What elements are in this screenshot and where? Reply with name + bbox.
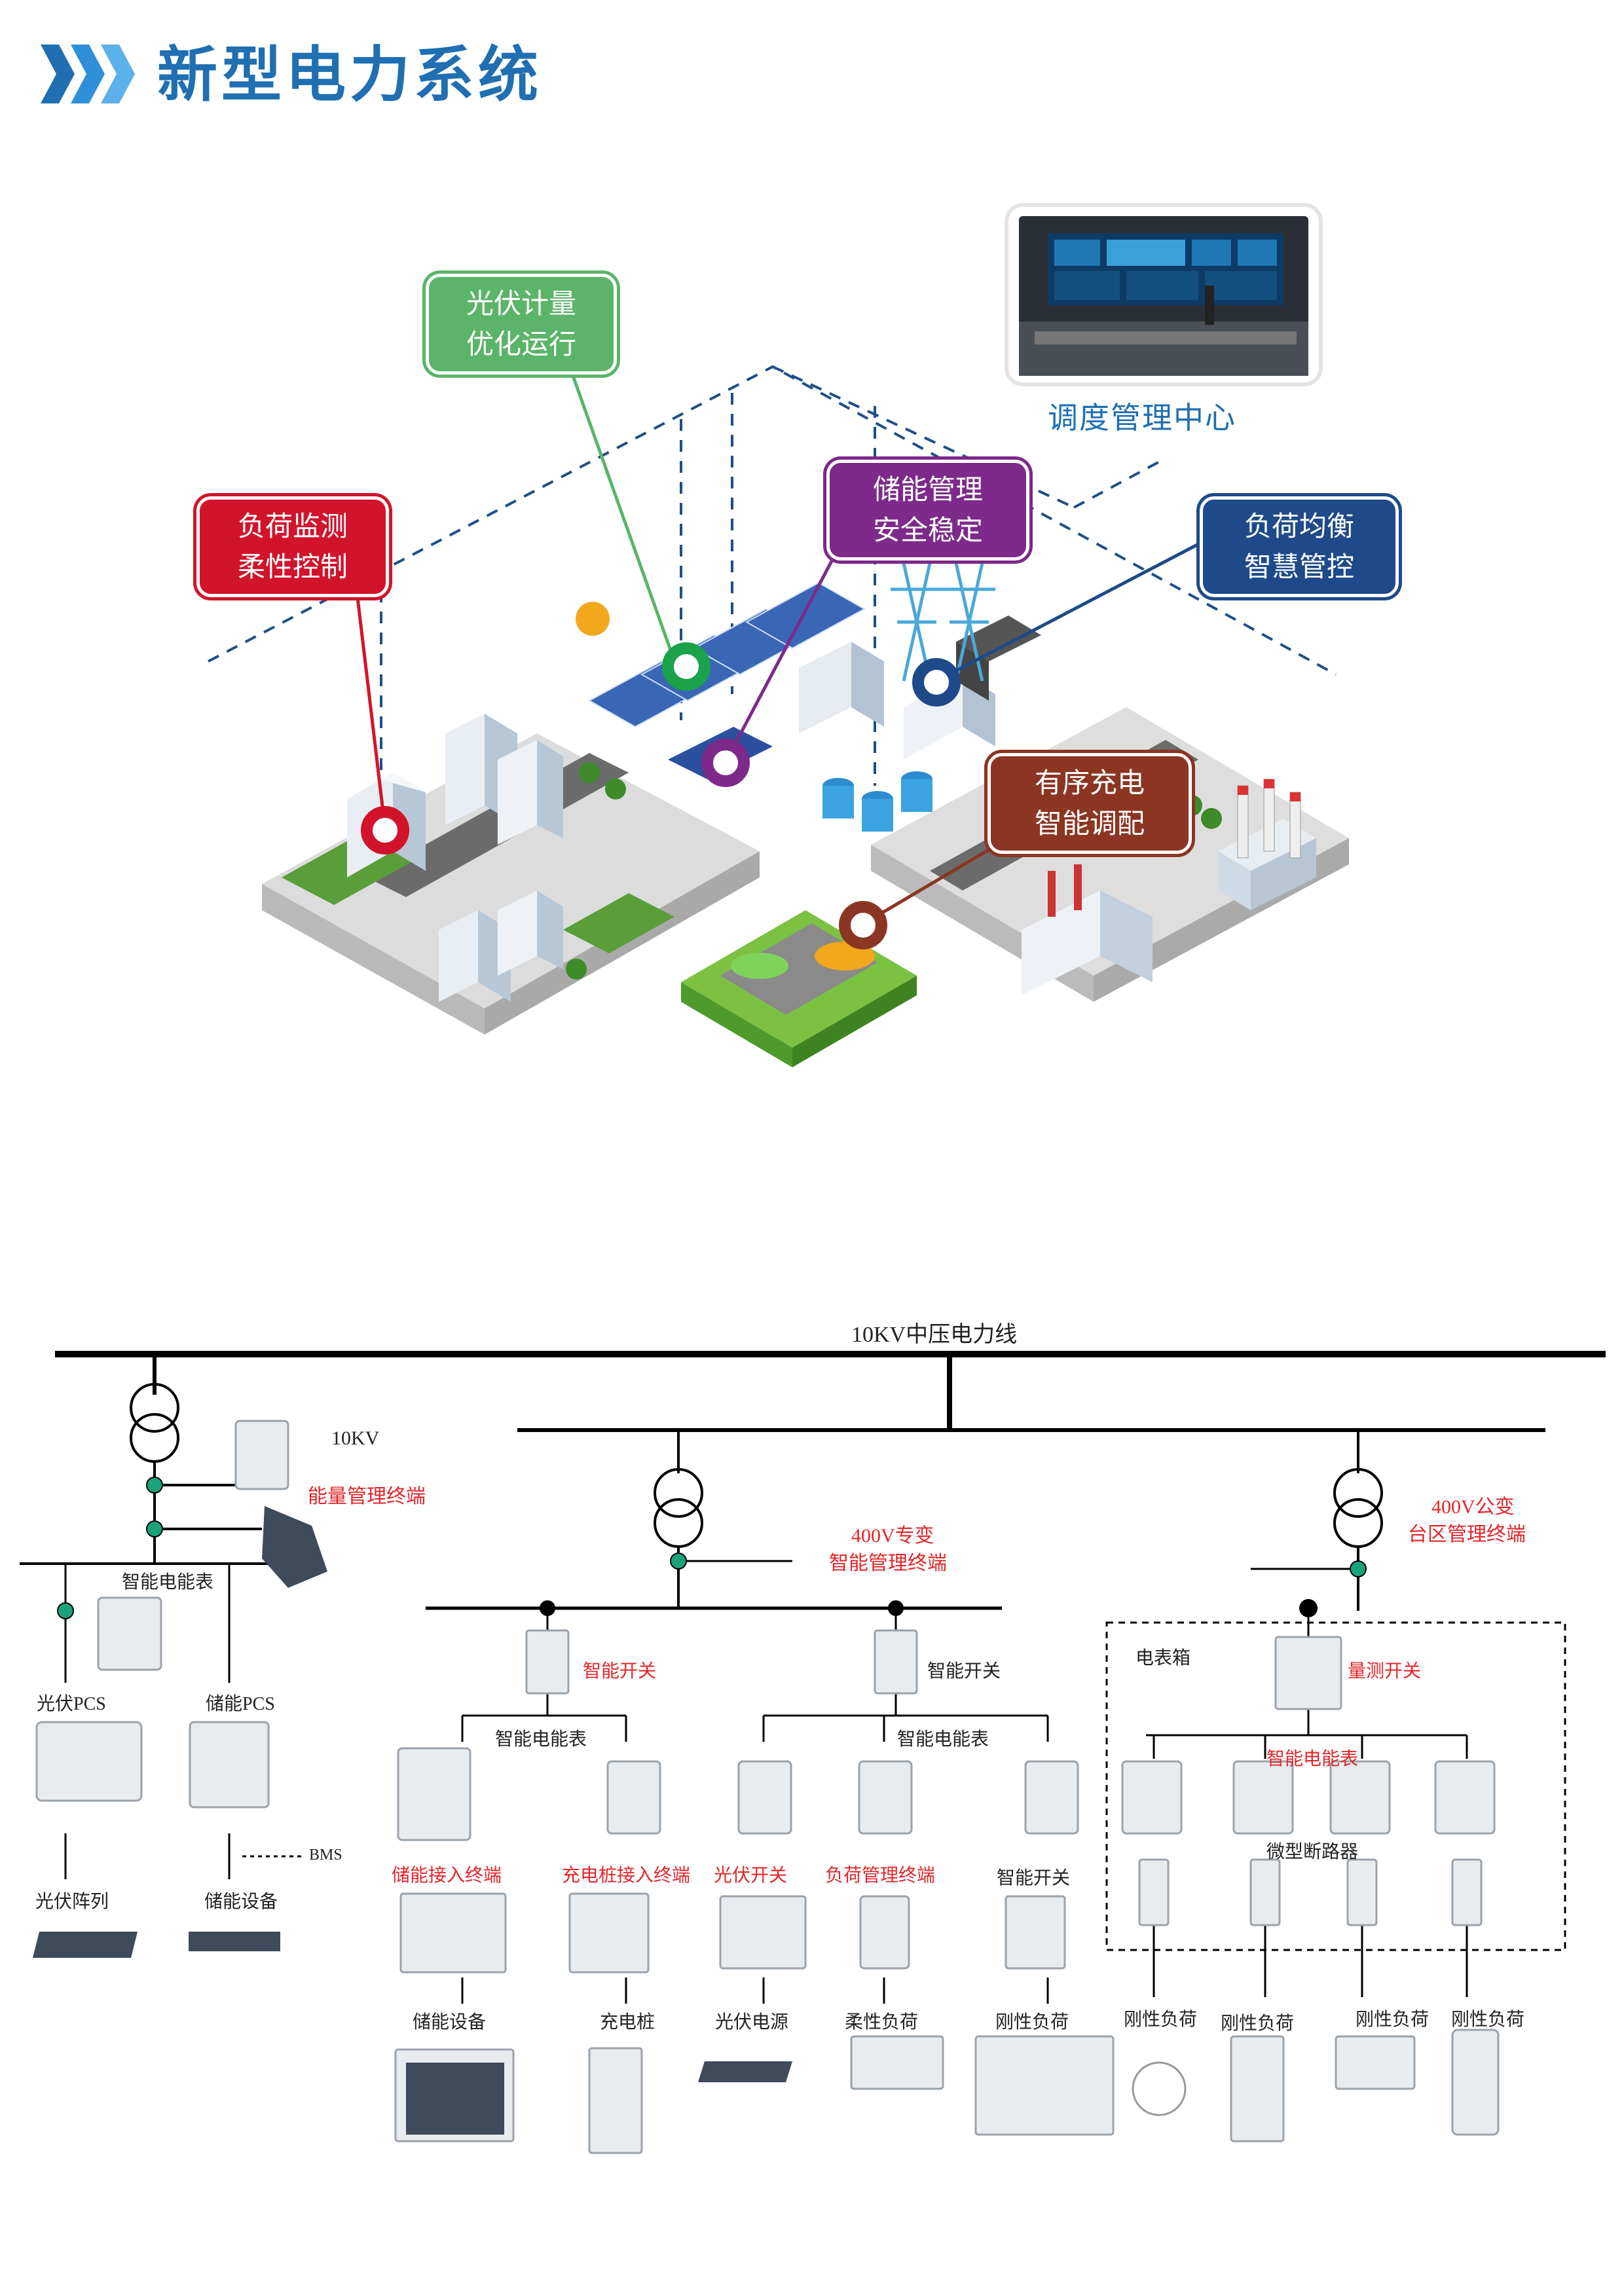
callout-balance-line2: 智慧管控 (1244, 551, 1354, 583)
pv-array-label: 光伏阵列 (35, 1892, 109, 1912)
left-smart-meter-label: 智能电能表 (122, 1572, 214, 1592)
micro-breaker-label: 微型断路器 (1266, 1842, 1359, 1862)
area-management-terminal-label: 台区管理终端 (1408, 1524, 1526, 1545)
callout-load-line2: 柔性控制 (237, 551, 348, 583)
bms-label: BMS (309, 1847, 342, 1864)
callout-charge-line1: 有序充电 (1034, 767, 1145, 799)
callout-storage-line2: 安全稳定 (872, 514, 983, 546)
callout-storage-line1: 储能管理 (872, 473, 983, 506)
flexible-load-label: 柔性负荷 (845, 2012, 919, 2032)
callout-load-monitoring: 负荷监测 柔性控制 (196, 496, 389, 597)
power-single-line-diagram (20, 1351, 1606, 2154)
energy-management-terminal-label: 能量管理终端 (308, 1486, 426, 1507)
smart-switch-1-label: 智能开关 (583, 1661, 657, 1682)
pv-switch-label: 光伏开关 (714, 1866, 788, 1886)
meter-box-label: 电表箱 (1135, 1648, 1191, 1668)
load-management-terminal-label: 负荷管理终端 (825, 1866, 936, 1886)
smart-switch-3-label: 智能开关 (997, 1868, 1071, 1888)
400v-dedicated-transformer-label: 400V专变 (851, 1525, 934, 1547)
callout-pv-metering: 光伏计量 优化运行 (426, 274, 617, 375)
dispatch-center-label: 调度管理中心 (1048, 400, 1236, 435)
400v-public-transformer-label: 400V公变 (1431, 1496, 1515, 1518)
smart-grid-city-illustration (208, 365, 1349, 1067)
middle-storage-device-label: 储能设备 (413, 2012, 487, 2032)
right-rigid-load-4-label: 刚性负荷 (1451, 2010, 1525, 2030)
smart-management-terminal-label: 智能管理终端 (829, 1553, 947, 1574)
measure-switch-label: 量测开关 (1348, 1661, 1422, 1682)
right-smart-meter-label: 智能电能表 (1266, 1749, 1359, 1769)
dispatch-center-photo (1008, 207, 1319, 382)
callout-load-balancing: 负荷均衡 智慧管控 (1200, 496, 1399, 597)
callout-balance-line1: 负荷均衡 (1244, 510, 1354, 542)
storage-access-terminal-label: 储能接入终端 (392, 1866, 502, 1886)
callout-pv-line1: 光伏计量 (466, 287, 576, 320)
main-bus-label: 10KV中压电力线 (851, 1323, 1018, 1347)
charger-label: 充电桩 (600, 2012, 655, 2032)
middle-smart-meter-2-label: 智能电能表 (897, 1729, 989, 1750)
right-rigid-load-3-label: 刚性负荷 (1356, 2010, 1430, 2030)
middle-smart-meter-1-label: 智能电能表 (495, 1729, 587, 1750)
callout-ordered-charging: 有序充电 智能调配 (987, 753, 1192, 854)
pv-source-label: 光伏电源 (715, 2012, 789, 2032)
rigid-load-label: 刚性负荷 (995, 2012, 1069, 2032)
callout-load-line1: 负荷监测 (237, 510, 348, 542)
pv-pcs-label: 光伏PCS (37, 1694, 106, 1714)
right-rigid-load-1-label: 刚性负荷 (1124, 2010, 1198, 2030)
page-title: 新型电力系统 (157, 40, 543, 110)
left-storage-device-label: 储能设备 (204, 1892, 278, 1912)
chevron-arrows-icon (41, 45, 135, 103)
voltage-10kv-label: 10KV (331, 1427, 380, 1449)
callout-charge-line2: 智能调配 (1034, 807, 1145, 839)
storage-pcs-label: 储能PCS (206, 1694, 275, 1714)
callout-storage-management: 储能管理 安全稳定 (826, 460, 1029, 561)
callout-pv-line2: 优化运行 (466, 328, 576, 360)
right-rigid-load-2-label: 刚性负荷 (1221, 2013, 1295, 2034)
charger-access-terminal-label: 充电桩接入终端 (562, 1866, 691, 1886)
smart-switch-2-label: 智能开关 (927, 1661, 1001, 1682)
